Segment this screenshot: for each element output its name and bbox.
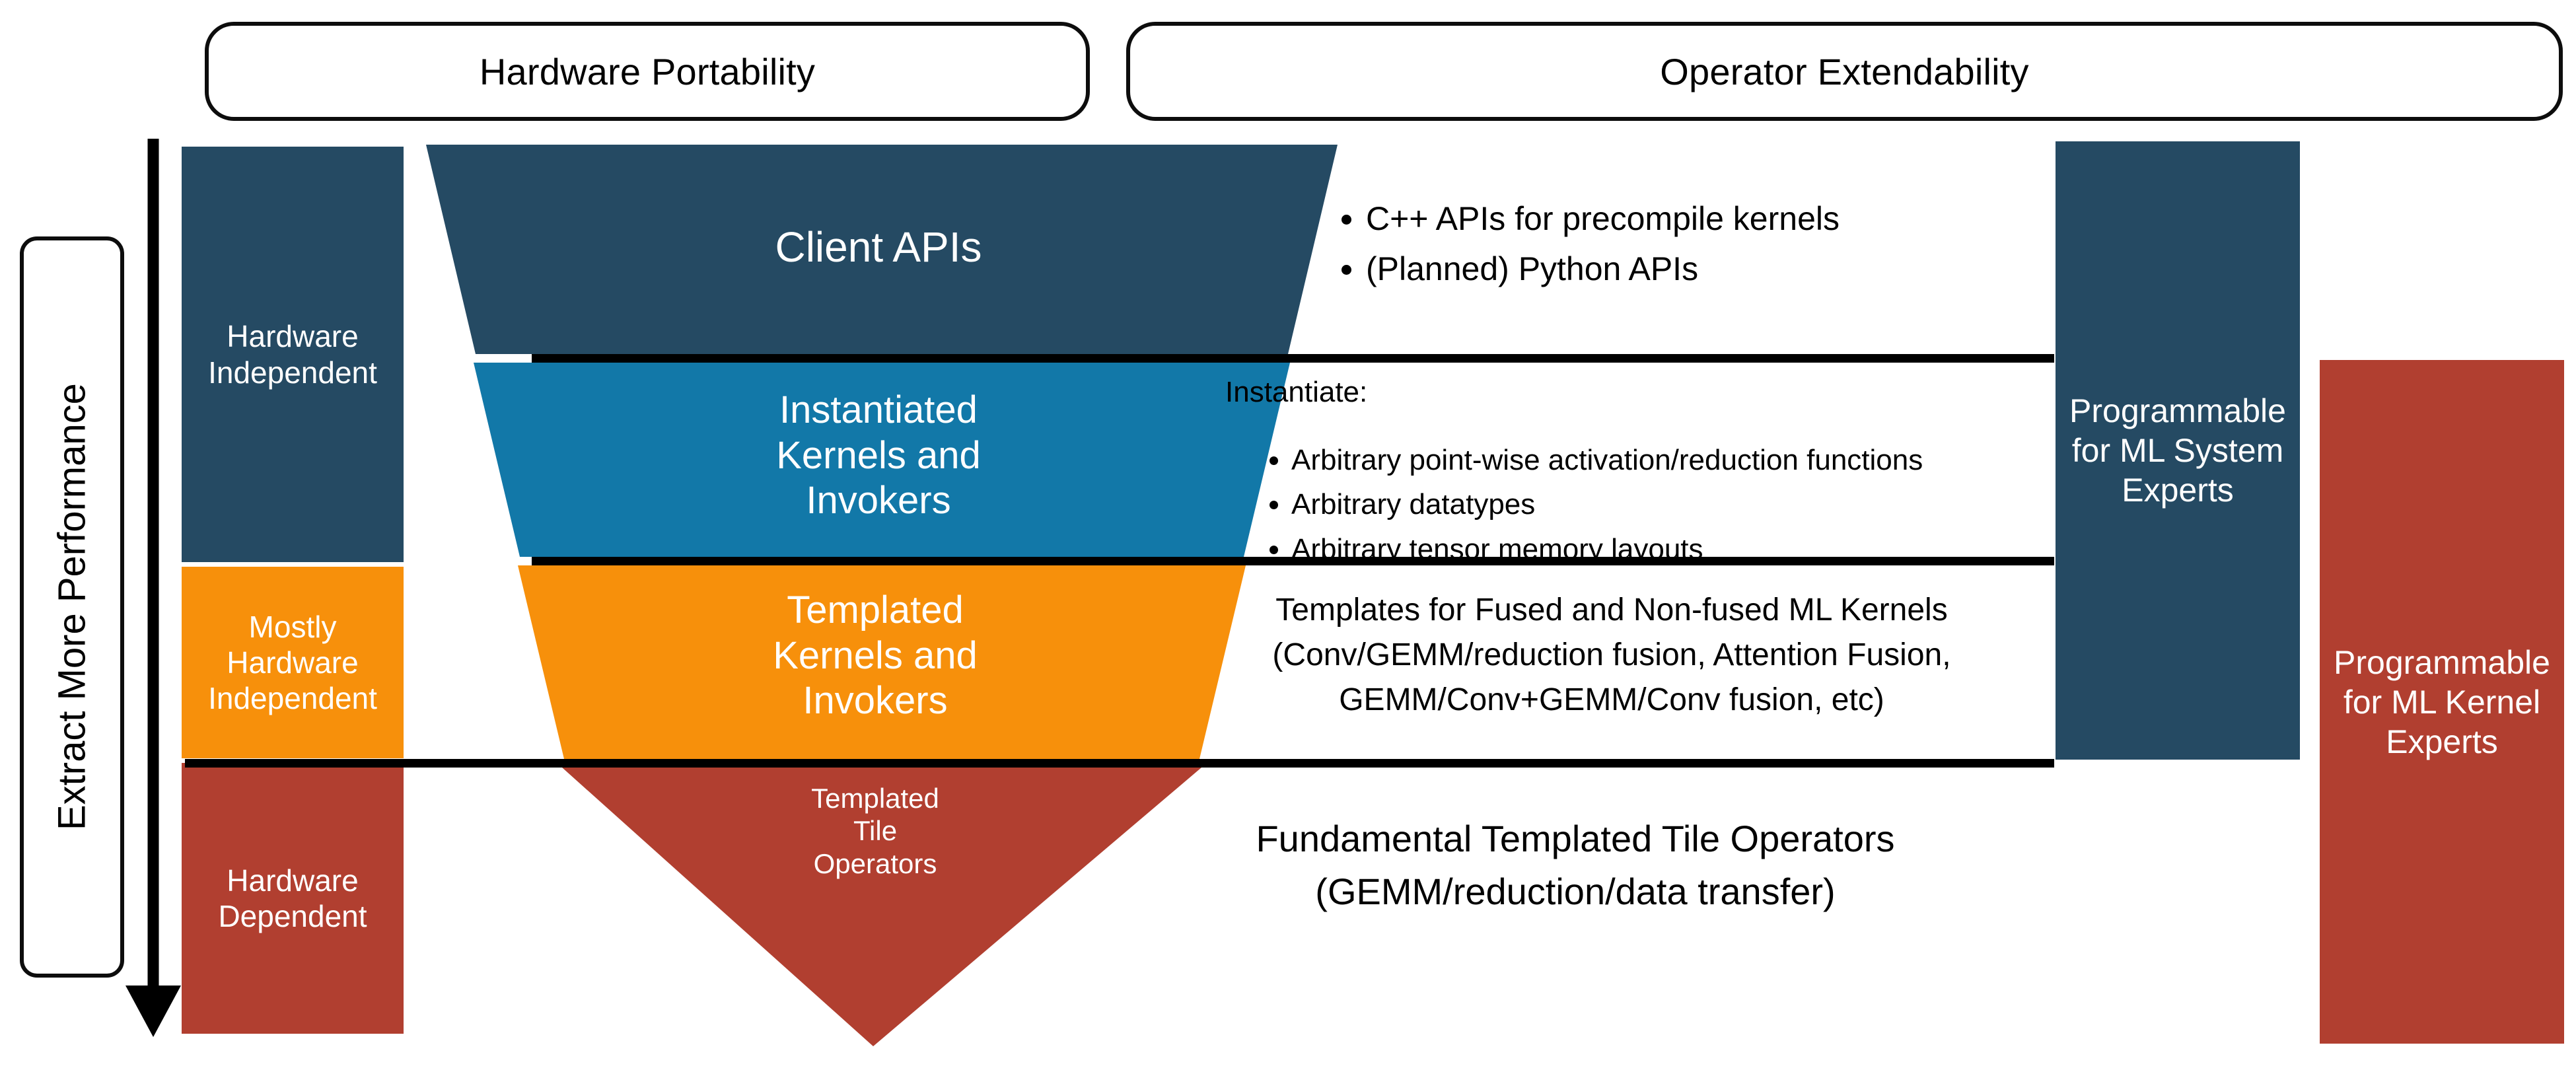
list-item: (Planned) Python APIs [1366,247,2041,291]
list-item: Arbitrary point-wise activation/reductio… [1291,441,2057,479]
note-line: (Conv/GEMM/reduction fusion, Attention F… [1272,637,1951,673]
hardware-portability-pill: Hardware Portability [205,22,1090,121]
hardware-level-mostly-hardware-independent: Mostly Hardware Independent [182,567,404,758]
note-line: GEMM/Conv+GEMM/Conv fusion, etc) [1339,682,1884,718]
performance-axis-box [20,236,124,978]
funnel-layer-templated-kernels [518,565,1246,759]
inverted-funnel-graphic [426,145,1338,1046]
hardware-level-label: Hardware Independent [208,319,377,390]
divider-templated-tile [185,759,2054,768]
note-line: (GEMM/reduction/data transfer) [1315,870,1836,912]
hardware-portability-label: Hardware Portability [479,50,816,92]
list-item: Arbitrary tensor memory layouts [1291,530,2057,568]
instantiate-lead-label: Instantiate: [1225,376,1368,408]
hardware-level-label: Mostly Hardware Independent [208,609,377,716]
instantiate-bullet-list: Arbitrary point-wise activation/reductio… [1225,441,2057,568]
note-line: Fundamental Templated Tile Operators [1256,818,1895,859]
persona-label: Programmable for ML System Experts [2069,392,2286,509]
list-item: Arbitrary datatypes [1291,485,2057,523]
performance-axis-label-wrap: Extract More Performance [20,236,124,978]
hardware-level-hardware-independent: Hardware Independent [182,147,404,562]
note-instantiated-kernels: Instantiate: Arbitrary point-wise activa… [1225,373,2057,575]
funnel-layer-templated-tile-operators [562,768,1201,1046]
persona-ml-kernel-experts: Programmable for ML Kernel Experts [2320,360,2564,1044]
divider-client-instantiated [532,354,2054,363]
note-templated-kernels: Templates for Fused and Non-fused ML Ker… [1182,588,2041,723]
list-item: C++ APIs for precompile kernels [1366,197,2041,240]
client-apis-bullet-list: C++ APIs for precompile kernels (Planned… [1328,197,2041,291]
note-tile-operators: Fundamental Templated Tile Operators (GE… [1136,812,2015,917]
down-arrow-icon [125,139,181,1037]
divider-instantiated-templated [532,557,2054,565]
persona-label: Programmable for ML Kernel Experts [2334,643,2550,760]
note-line: Templates for Fused and Non-fused ML Ker… [1275,592,1948,628]
funnel-layer-instantiated-kernels [474,363,1290,557]
persona-ml-system-experts: Programmable for ML System Experts [2056,141,2300,760]
operator-extendability-pill: Operator Extendability [1126,22,2563,121]
performance-axis-label: Extract More Performance [50,383,94,831]
funnel-layer-client-apis [426,145,1338,354]
note-client-apis: C++ APIs for precompile kernels (Planned… [1328,197,2041,297]
operator-extendability-label: Operator Extendability [1660,50,2029,92]
hardware-level-hardware-dependent: Hardware Dependent [182,763,404,1034]
hardware-level-label: Hardware Dependent [218,863,367,933]
